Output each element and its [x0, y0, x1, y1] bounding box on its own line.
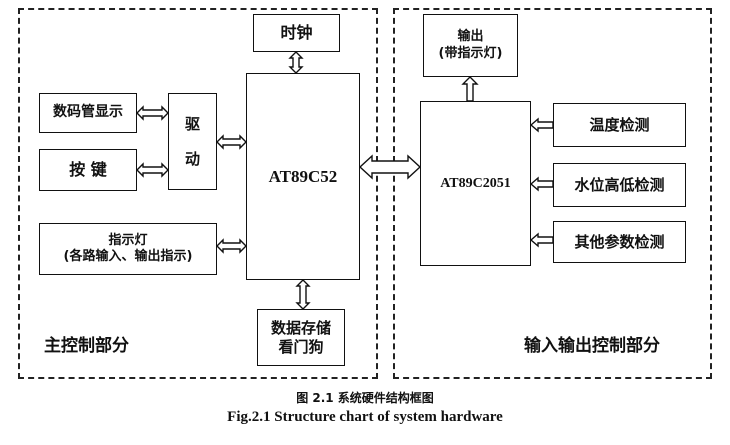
indicator-label-1: 指示灯 [108, 232, 148, 248]
at89c52-label: AT89C52 [268, 166, 338, 186]
clock-label: 时钟 [280, 23, 313, 42]
digital-display-label: 数码管显示 [53, 104, 123, 121]
io-control-label: 输入输出控制部分 [524, 336, 660, 356]
output-block: 输出 (带指示灯) [423, 14, 518, 77]
at89c2051-block: AT89C2051 [420, 101, 531, 266]
water-level-detect-label: 水位高低检测 [574, 175, 665, 194]
water-level-detect-block: 水位高低检测 [553, 163, 686, 207]
storage-label: 数据存储 [270, 318, 331, 337]
arrow-other-mcu [529, 232, 554, 248]
arrow-mcu-storage [295, 279, 311, 310]
driver-block: 驱 动 [168, 93, 217, 190]
main-control-label: 主控制部分 [44, 336, 129, 356]
output-label-1: 输出 [457, 29, 484, 45]
arrow-bus-mcu [358, 154, 422, 180]
main-control-region [18, 8, 378, 379]
arrow-water-mcu [529, 176, 554, 192]
storage-watchdog-block: 数据存储 看门狗 [257, 309, 345, 366]
output-label-2: (带指示灯) [438, 45, 503, 61]
arrow-keys-driver [136, 162, 169, 178]
watchdog-label: 看门狗 [278, 337, 324, 356]
keys-label: 按 键 [69, 160, 107, 179]
arrow-clock-mcu [288, 51, 304, 74]
arrow-temp-mcu [529, 117, 554, 133]
keys-block: 按 键 [39, 149, 137, 191]
arrow-driver-mcu [216, 134, 247, 150]
arrow-mcu-output [461, 76, 479, 102]
io-control-region [393, 8, 712, 379]
driver-label-1: 驱 [184, 114, 200, 133]
arrow-indicator-mcu [216, 238, 247, 254]
at89c2051-label: AT89C2051 [440, 175, 511, 191]
temp-detect-block: 温度检测 [553, 103, 686, 147]
caption-en: Fig.2.1 Structure chart of system hardwa… [227, 409, 503, 425]
caption-cn: 图 2.1 系统硬件结构框图 [296, 391, 434, 405]
indicator-block: 指示灯 (各路输入、输出指示) [39, 223, 217, 275]
indicator-label-2: (各路输入、输出指示) [63, 249, 193, 264]
other-params-detect-block: 其他参数检测 [553, 221, 686, 263]
temp-detect-label: 温度检测 [589, 115, 650, 134]
digital-display-block: 数码管显示 [39, 93, 137, 133]
clock-block: 时钟 [253, 14, 340, 52]
arrow-display-driver [136, 105, 169, 121]
other-params-detect-label: 其他参数检测 [574, 232, 665, 251]
driver-label-2: 动 [184, 149, 200, 168]
at89c52-block: AT89C52 [246, 73, 360, 280]
